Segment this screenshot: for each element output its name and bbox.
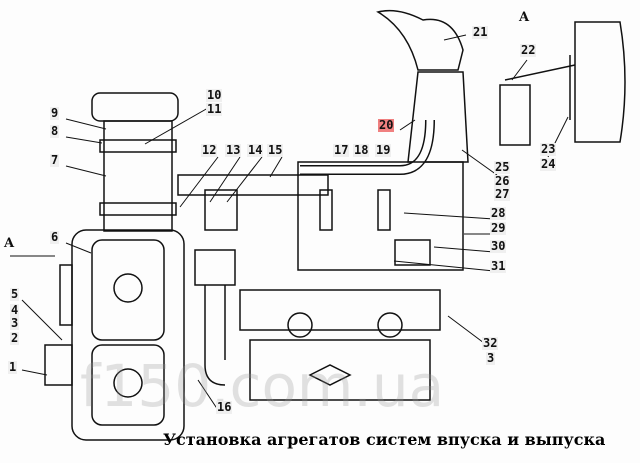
callout-15: 15 — [267, 143, 284, 157]
callout-2: 2 — [10, 331, 20, 345]
callout-24: 24 — [540, 157, 557, 171]
callout-23: 23 — [540, 142, 557, 156]
callout-6: 6 — [50, 230, 60, 244]
callout-29: 29 — [490, 221, 507, 235]
callout-18: 18 — [353, 143, 370, 157]
callout-12: 12 — [201, 143, 218, 157]
callout-21: 21 — [472, 25, 489, 39]
callout-7: 7 — [50, 153, 60, 167]
callout-11: 11 — [206, 102, 223, 116]
diagram-title: Установка агрегатов систем впуска и выпу… — [163, 430, 606, 449]
callout-28: 28 — [490, 206, 507, 220]
view-label: A — [519, 10, 530, 25]
callout-14: 14 — [247, 143, 264, 157]
callout-5: 5 — [10, 287, 20, 301]
callout-22: 22 — [520, 43, 537, 57]
exhaust-system — [239, 9, 469, 401]
callout-32: 32 — [482, 336, 499, 350]
callout-10: 10 — [206, 88, 223, 102]
callout-9: 9 — [50, 106, 60, 120]
callout-25: 25 — [494, 160, 511, 174]
intake-pipe — [177, 174, 329, 386]
callout-3: 3 — [10, 316, 20, 330]
watermark: f150.com.ua — [80, 352, 445, 420]
air-filter — [44, 92, 185, 441]
callout-19: 19 — [375, 143, 392, 157]
view-a-detail — [499, 21, 626, 146]
callout-13: 13 — [225, 143, 242, 157]
callout-16: 16 — [216, 400, 233, 414]
view-arrow-label: A — [4, 236, 15, 251]
callout-30: 30 — [490, 239, 507, 253]
leader-lines — [10, 34, 569, 411]
callout-8: 8 — [50, 124, 60, 138]
callout-1: 1 — [8, 360, 18, 374]
callout-20-highlighted[interactable]: 20 — [378, 118, 395, 132]
callout-26: 26 — [494, 174, 511, 188]
callout-31: 31 — [490, 259, 507, 273]
callout-4: 4 — [10, 303, 20, 317]
callout-3-secondary: 3 — [486, 351, 496, 365]
callout-27: 27 — [494, 187, 511, 201]
callout-17: 17 — [333, 143, 350, 157]
